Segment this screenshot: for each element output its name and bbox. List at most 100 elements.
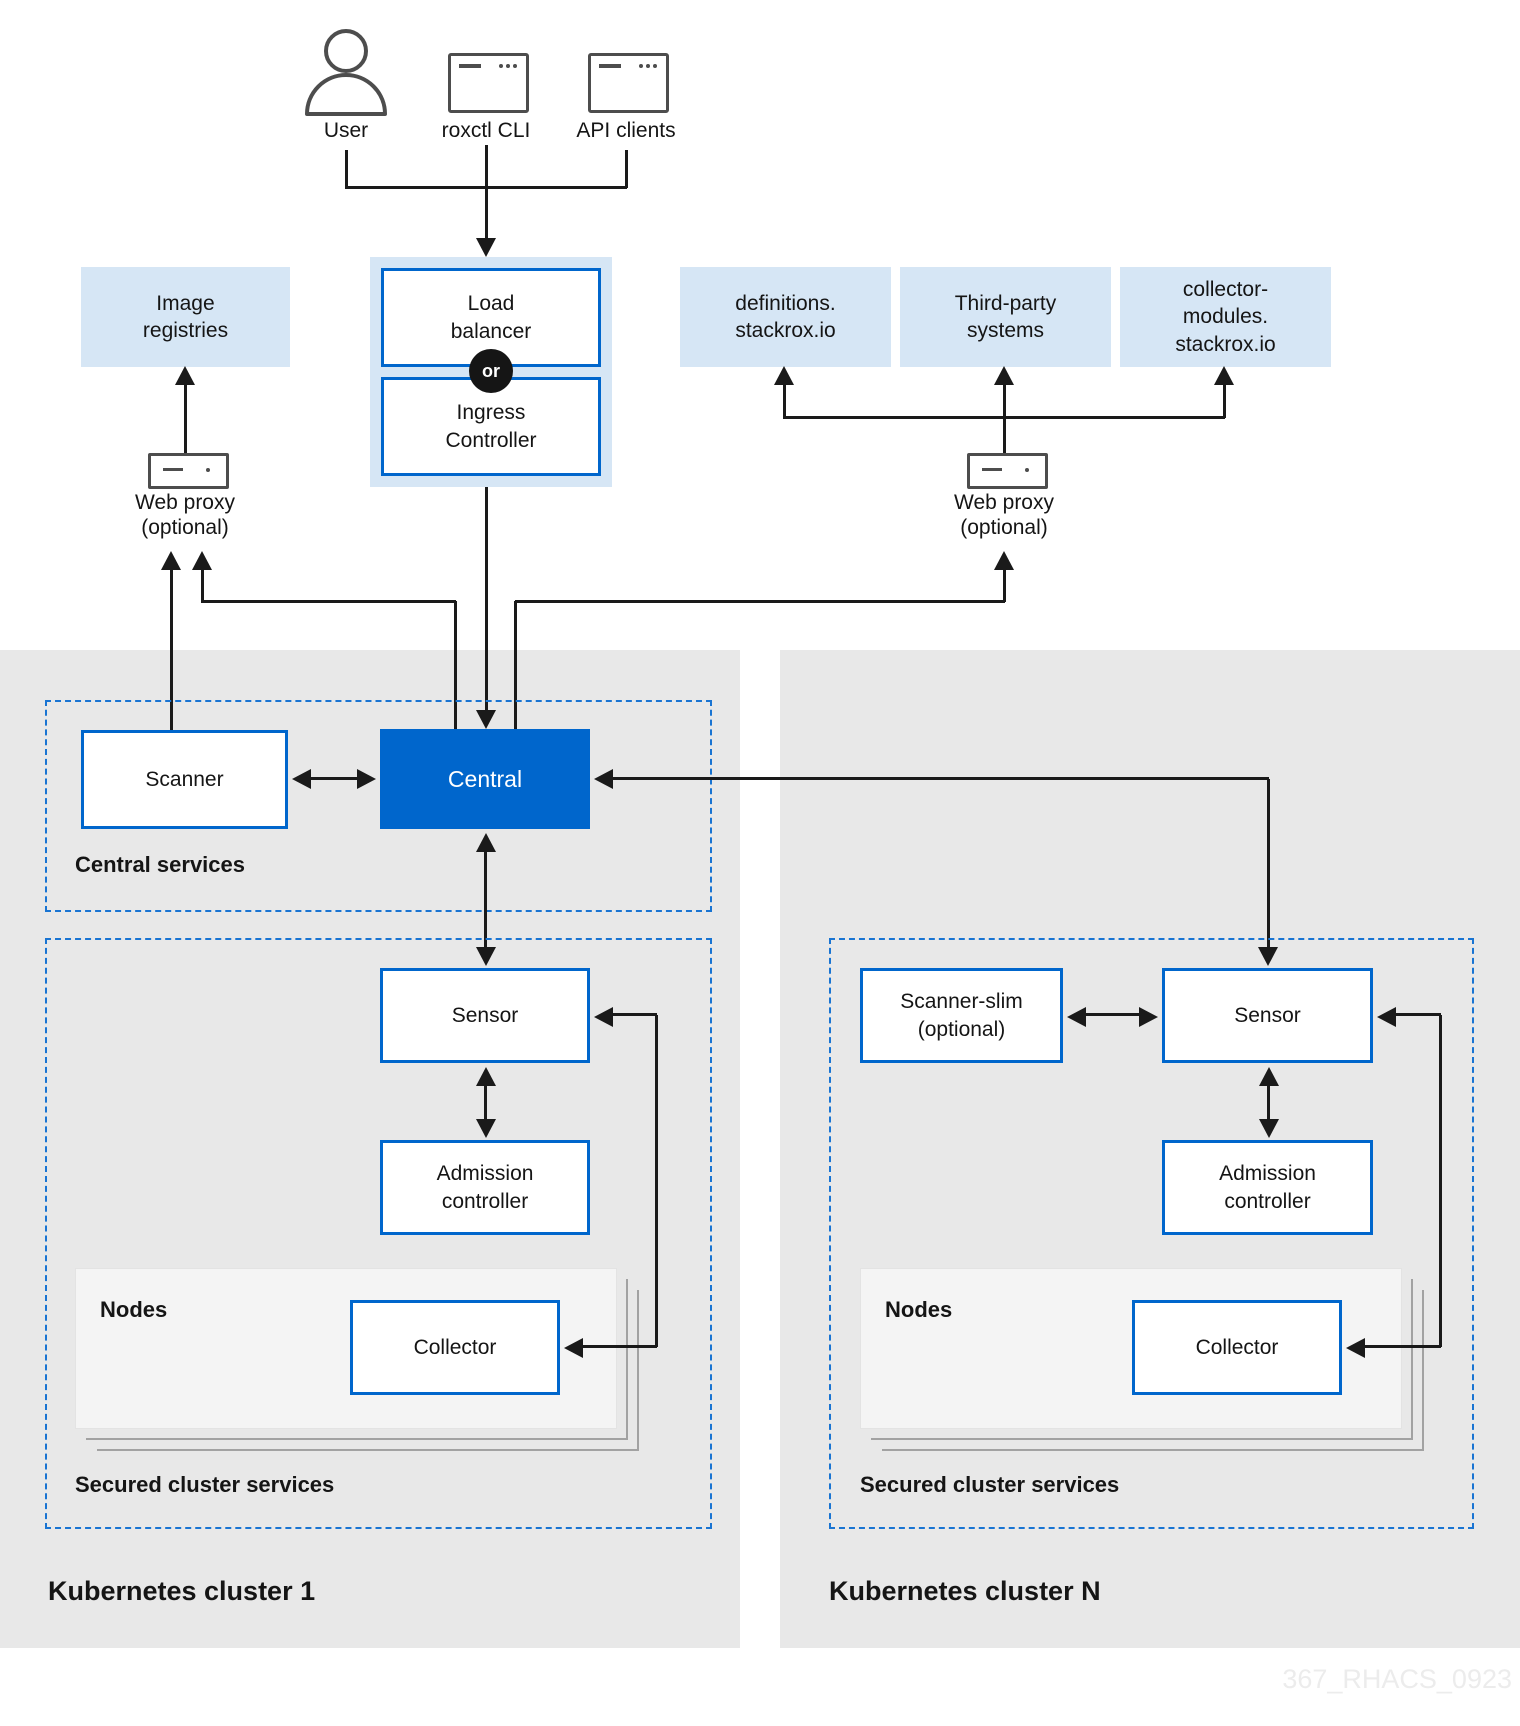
arrowhead-into-central-right <box>594 769 613 789</box>
arrowhead-into-sensorN-top <box>1258 947 1278 966</box>
arrowhead-into-admission1 <box>476 1119 496 1138</box>
arrowhead-into-admissionN <box>1259 1119 1279 1138</box>
connector-slim-sensorN <box>1084 1013 1142 1016</box>
connector-loopN-bottom <box>1364 1345 1441 1348</box>
window-dot <box>653 64 657 68</box>
web-proxy-left-label: Web proxy (optional) <box>115 490 255 540</box>
nodesN-stack-sheet-2 <box>882 1290 1424 1451</box>
sensorN-label: Sensor <box>1234 1003 1301 1027</box>
connector-loopN-vertical <box>1439 1015 1442 1347</box>
connector-central-right-proxy-horizontal <box>515 600 1005 603</box>
arrowhead-into-loadbalancer <box>476 238 496 257</box>
connector-central-left-proxy-riser <box>201 570 204 602</box>
scanner-slim-box: Scanner-slim (optional) <box>860 968 1063 1063</box>
connector-scanner-to-left-proxy <box>170 570 173 730</box>
web-proxy-right-label: Web proxy (optional) <box>934 490 1074 540</box>
web-proxy-right-optional: (optional) <box>960 516 1048 539</box>
nodes1-stack-sheet-1 <box>86 1279 628 1440</box>
web-proxy-left-optional: (optional) <box>141 516 229 539</box>
connector-user-down <box>345 150 348 188</box>
clusterN-panel <box>780 650 1520 1648</box>
nodes1-stack-sheet-2 <box>97 1290 639 1451</box>
scanner-slim-label: Scanner-slim <box>900 990 1023 1014</box>
arrowhead-into-third-party <box>994 366 1014 385</box>
arrowhead-into-sensor1-bottom <box>476 1067 496 1086</box>
collector1-box: Collector <box>350 1300 560 1395</box>
proxy-dot <box>206 468 210 472</box>
definitions-stackrox-label: definitions. stackrox.io <box>735 291 836 342</box>
ingress-controller-label: Ingress Controller <box>445 401 537 452</box>
connector-branch-collector-modules-riser <box>1223 385 1226 418</box>
central-box: Central <box>380 729 590 829</box>
collectorN-box: Collector <box>1132 1300 1342 1395</box>
connector-ingress-to-central <box>485 487 488 712</box>
connector-proxy-to-registries <box>184 385 187 453</box>
arrowhead-into-sensorN-right <box>1377 1007 1396 1027</box>
window-dot <box>639 64 643 68</box>
arrowhead-into-image-registries <box>175 366 195 385</box>
connector-central-left-proxy-horizontal <box>201 600 456 603</box>
scanner-slim-optional: (optional) <box>917 1017 1006 1041</box>
collector-modules-box: collector- modules. stackrox.io <box>1120 267 1331 367</box>
arrowhead-into-collector-modules <box>1214 366 1234 385</box>
image-registries-label: Image registries <box>142 291 229 342</box>
nodes1-label: Nodes <box>100 1297 168 1322</box>
connector-central-top-left-line <box>454 601 457 729</box>
connector-to-loadbalancer <box>485 145 488 239</box>
sensor1-label: Sensor <box>451 1003 519 1027</box>
admission-controller1-box: Admission controller <box>380 1140 590 1235</box>
arrowhead-into-sensorN-bottom <box>1259 1067 1279 1086</box>
arrowhead-into-sensor1-top <box>476 947 496 966</box>
proxy-dash <box>982 468 1002 471</box>
collector-modules-label: collector- modules. stackrox.io <box>1175 278 1276 356</box>
api-clients-label: API clients <box>576 119 676 142</box>
secured-clusterN-group <box>829 938 1474 1529</box>
window-dot <box>499 64 503 68</box>
arrowhead-into-scanner <box>292 769 311 789</box>
connector-api-down <box>625 150 628 188</box>
secured1-label: Secured cluster services <box>75 1472 335 1497</box>
window-dash <box>599 64 621 68</box>
arrowhead-into-definitions <box>774 366 794 385</box>
admission-controllerN-label: Admission controller <box>1219 1162 1316 1213</box>
web-proxy-right-icon <box>967 453 1048 489</box>
connector-central-top-right-line <box>514 601 517 729</box>
arrowhead-into-sensor1-right <box>594 1007 613 1027</box>
connector-loop1-vertical <box>655 1015 658 1347</box>
arrowhead-into-collector1 <box>564 1338 583 1358</box>
admission-controller1-label: Admission controller <box>436 1162 534 1213</box>
nodesN-label: Nodes <box>885 1297 953 1322</box>
collector1-label: Collector <box>413 1335 497 1359</box>
web-proxy-right-title: Web proxy <box>954 491 1054 514</box>
load-balancer-label: Load balancer <box>450 292 532 343</box>
window-dot <box>513 64 517 68</box>
arrowhead-into-central-bottom <box>476 833 496 852</box>
image-registries-box: Image registries <box>81 267 290 367</box>
or-label: or <box>482 360 500 381</box>
connector-loopN-top <box>1395 1013 1441 1016</box>
window-dot <box>646 64 650 68</box>
terminal-window-icon <box>448 53 529 113</box>
kubernetes-cluster1-label: Kubernetes cluster 1 <box>48 1576 316 1606</box>
arrowhead-into-scanner-slim <box>1067 1007 1086 1027</box>
connector-sensor1-admission1 <box>484 1084 487 1120</box>
admission-controllerN-box: Admission controller <box>1162 1140 1373 1235</box>
or-badge: or <box>469 349 513 393</box>
arrowhead-into-central-left <box>357 769 376 789</box>
api-window-icon <box>588 53 669 113</box>
connector-scanner-central <box>309 777 360 780</box>
arrowhead-into-right-proxy <box>994 551 1014 570</box>
sensorN-box: Sensor <box>1162 968 1373 1063</box>
central-label: Central <box>447 765 523 792</box>
arrowhead-into-left-proxy-1 <box>161 551 181 570</box>
securedN-label: Secured cluster services <box>860 1472 1120 1497</box>
third-party-systems-box: Third-party systems <box>900 267 1111 367</box>
proxy-dot <box>1025 468 1029 472</box>
connector-sensorN-admissionN <box>1267 1084 1270 1120</box>
nodesN-stack-sheet-1 <box>871 1279 1413 1440</box>
connector-central-clusterN-horizontal <box>612 777 1269 780</box>
connector-loop1-bottom <box>582 1345 657 1348</box>
connector-central-sensor1 <box>484 850 487 949</box>
watermark-text: 367_RHACS_0923 <box>1282 1664 1512 1694</box>
